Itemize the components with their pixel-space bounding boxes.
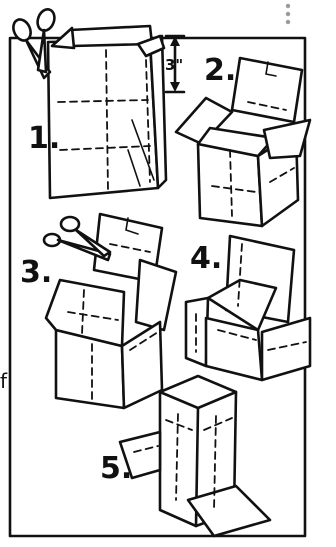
step-1-number: 1. [28, 121, 60, 156]
more-vertical-icon[interactable] [286, 4, 290, 24]
step-4-number: 4. [190, 241, 222, 276]
step-2-carton [176, 58, 310, 226]
step-3-number: 3. [20, 255, 52, 290]
measurement-label: 3" [165, 56, 183, 74]
step-5-number: 5. [100, 451, 132, 486]
edge-fragment-letter: f [0, 369, 8, 393]
measurement-bracket: 3" [165, 36, 184, 92]
step-1-carton [48, 26, 166, 198]
step-2-number: 2. [204, 53, 236, 88]
